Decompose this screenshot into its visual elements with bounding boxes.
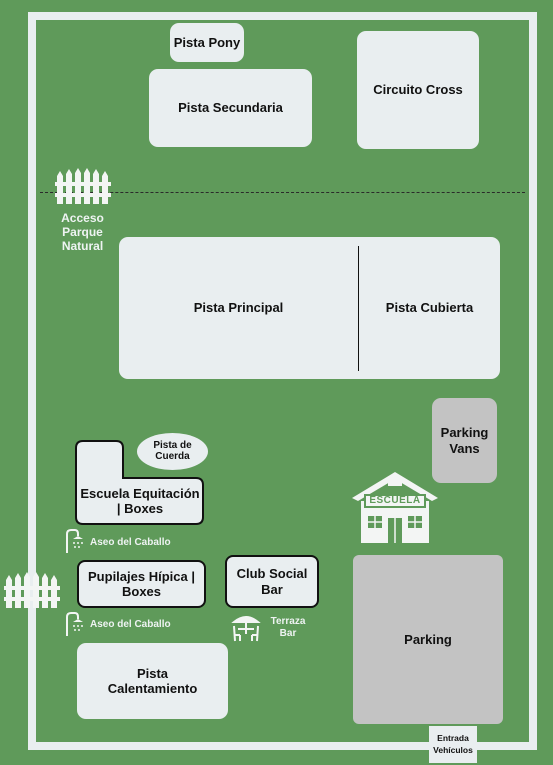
zone-escuela-shape (75, 440, 205, 526)
park-boundary (28, 12, 537, 750)
zone-label: Pista Calentamiento (107, 665, 198, 696)
entrada-vehiculos[interactable]: Entrada Vehículos (429, 726, 477, 763)
zone-parking-vans[interactable]: Parking Vans (432, 398, 497, 483)
zone-pista-pony[interactable]: Pista Pony (170, 23, 244, 62)
aseo-caballo-label: Aseo del Caballo (90, 537, 171, 548)
escuela-sign-label: ESCUELA (369, 495, 421, 506)
zone-label: Pista Pony (173, 34, 241, 50)
zone-label: Pista Principal (193, 300, 284, 316)
aseo-caballo-label: Aseo del Caballo (90, 619, 171, 630)
zone-pupilajes[interactable]: Pupilajes Hípica | Boxes (77, 560, 206, 608)
zone-label: Parking (404, 631, 452, 647)
zone-parking[interactable]: Parking (353, 555, 503, 724)
fence-icon (55, 168, 111, 204)
zone-pista-secundaria[interactable]: Pista Secundaria (149, 69, 312, 147)
table-umbrella-icon (231, 612, 261, 642)
zone-label: Circuito Cross (373, 82, 463, 98)
zone-circuito-cross[interactable]: Circuito Cross (357, 31, 479, 149)
zone-label: Parking Vans (440, 425, 489, 456)
zone-label: Pista Cubierta (385, 300, 474, 316)
school-building-icon (352, 472, 438, 544)
zone-label: Pista Secundaria (178, 100, 283, 116)
entrada-label: Entrada Vehículos (433, 732, 473, 755)
zone-label: Escuela Equitación | Boxes (80, 485, 200, 516)
shower-icon (64, 611, 84, 637)
zone-pista-cubierta[interactable]: Pista Cubierta (359, 237, 500, 379)
zone-label: Pista de Cuerda (153, 440, 192, 462)
terraza-bar-label: Terraza Bar (270, 616, 306, 639)
zone-label: Club Social Bar (236, 566, 308, 597)
zone-club-social[interactable]: Club Social Bar (225, 555, 319, 608)
acceso-parque-label: Acceso Parque Natural (61, 211, 104, 254)
zone-escuela[interactable]: Escuela Equitación | Boxes (77, 478, 203, 524)
zone-pista-principal[interactable]: Pista Principal (119, 237, 358, 379)
zone-label: Pupilajes Hípica | Boxes (88, 568, 195, 599)
zone-pista-principal-cubierta[interactable] (119, 237, 500, 379)
zone-pista-calentamiento[interactable]: Pista Calentamiento (77, 643, 228, 719)
park-limit-line (40, 192, 525, 193)
fence-icon (4, 572, 60, 608)
shower-icon (64, 528, 84, 554)
arena-divider (358, 246, 359, 371)
zone-pista-cuerda[interactable]: Pista de Cuerda (137, 433, 208, 470)
